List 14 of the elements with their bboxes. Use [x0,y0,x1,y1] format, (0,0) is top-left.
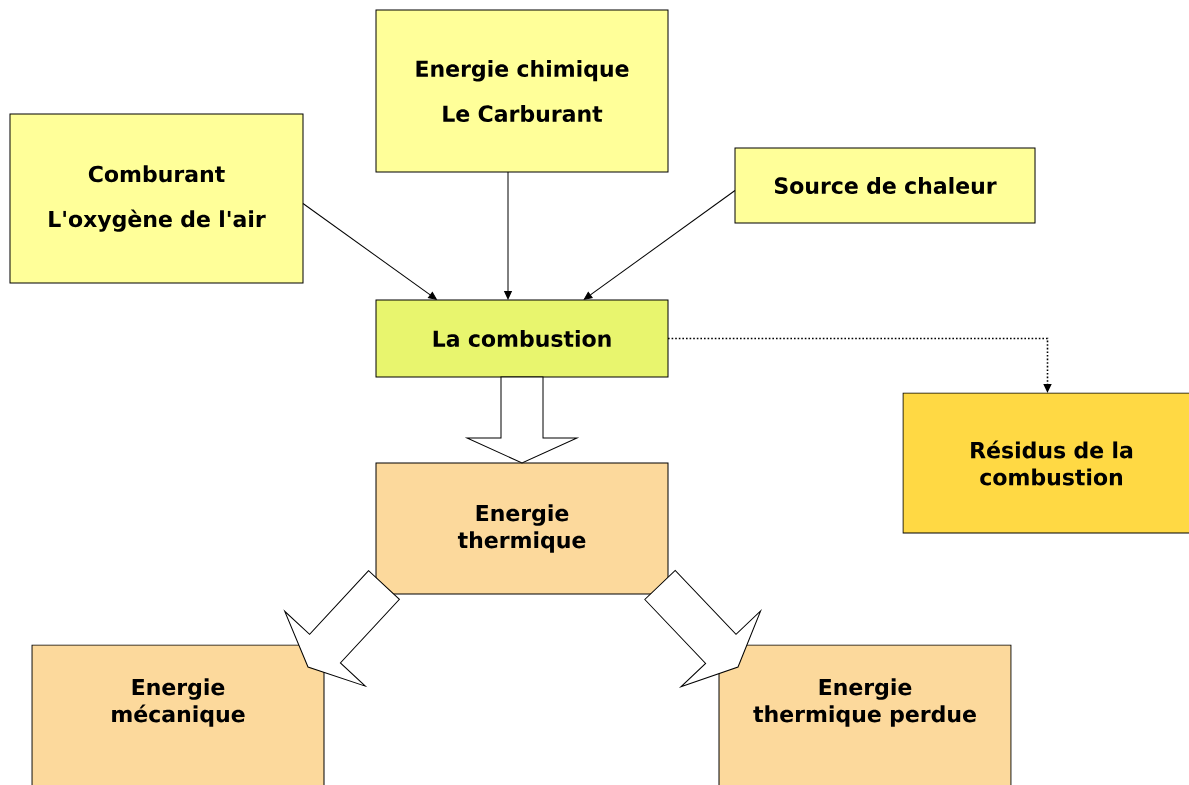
process-box: Energie thermique perdue [718,644,1012,785]
process-box: Comburant L'oxygène de l'air [9,113,304,284]
process-box: Energie mécanique [31,644,325,785]
block-arrow [284,570,400,687]
block-arrow [644,570,762,688]
block-arrow [466,376,578,464]
arrow [302,203,437,300]
arrow [504,171,512,300]
process-box: La combustion [375,299,669,378]
process-box: Résidus de la combustion [902,392,1189,534]
process-box: Energie chimique Le Carburant [375,9,669,173]
process-box: Source de chaleur [734,147,1036,224]
arrow [583,190,736,300]
process-box: Energie thermique [375,462,669,595]
